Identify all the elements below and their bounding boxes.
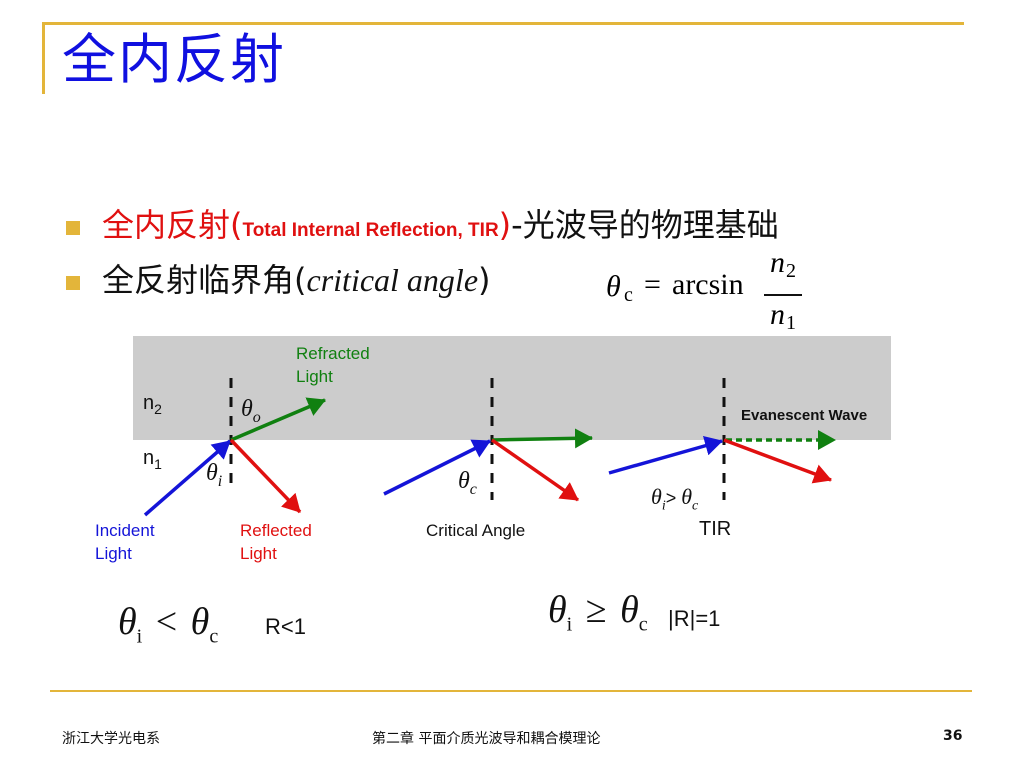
footer-chapter: 第二章 平面介质光波导和耦合模理论 xyxy=(372,731,601,747)
bullet-1-close: ) xyxy=(498,206,512,244)
reflected-ray-1 xyxy=(229,438,302,514)
medium-n2-region xyxy=(133,336,891,440)
footer-page-number: 36 xyxy=(943,728,963,744)
condition-left-r: R<1 xyxy=(265,614,306,639)
bullet-2-close: ) xyxy=(478,261,491,299)
label-theta-c: θc xyxy=(458,468,477,498)
formula-denominator-sub: 1 xyxy=(786,312,796,334)
incident-ray-1 xyxy=(143,439,232,517)
left-frame-line xyxy=(42,22,45,94)
reflected-ray-2 xyxy=(490,438,580,502)
bullet-1-cn: 全内反射( xyxy=(102,206,243,244)
bottom-frame-line xyxy=(50,690,972,692)
condition-left: θi < θc xyxy=(118,601,219,648)
formula-equals: = xyxy=(644,268,661,301)
label-evanescent-wave: Evanescent Wave xyxy=(741,407,868,424)
label-tir: TIR xyxy=(699,518,732,540)
bullet-1: 全内反射(Total Internal Reflection, TIR)-光波导… xyxy=(102,205,779,245)
formula-denominator-n: n xyxy=(770,298,785,331)
formula-arcsin: arcsin xyxy=(672,268,744,301)
formula-numerator-sub: 2 xyxy=(786,260,796,282)
label-theta-i-gt-theta-c: θi> θc xyxy=(651,484,699,514)
top-frame-line xyxy=(42,22,964,25)
incident-ray-2 xyxy=(383,439,491,496)
label-n2: n2 xyxy=(143,392,162,417)
label-n1: n1 xyxy=(143,447,162,472)
condition-right: θi ≥ θc xyxy=(548,589,648,636)
slide-title: 全内反射 xyxy=(62,28,286,91)
bullet-2: 全反射临界角(critical angle) xyxy=(102,260,491,300)
condition-right-r: |R|=1 xyxy=(668,606,721,631)
formula-theta-sub: c xyxy=(624,284,633,306)
label-theta-o: θo xyxy=(241,396,261,426)
label-critical-angle: Critical Angle xyxy=(426,521,526,540)
footer-department: 浙江大学光电系 xyxy=(62,731,160,747)
formula-theta: θ xyxy=(606,270,621,303)
bullet-2-italic: critical angle xyxy=(306,262,479,298)
reflected-ray-3 xyxy=(723,438,832,484)
label-theta-i: θi xyxy=(206,460,223,490)
refracted-ray-1 xyxy=(230,397,326,442)
formula-fraction-bar xyxy=(764,294,802,296)
bullet-marker-2 xyxy=(66,276,80,290)
formula-numerator-n: n xyxy=(770,246,785,279)
bullet-2-cn: 全反射临界角( xyxy=(102,261,307,299)
incident-ray-3 xyxy=(608,436,723,475)
bullet-1-tail: -光波导的物理基础 xyxy=(511,206,779,244)
bullet-marker-1 xyxy=(66,221,80,235)
bullet-1-en: Total Internal Reflection, TIR xyxy=(242,220,499,241)
refracted-ray-2 xyxy=(491,428,593,449)
critical-angle-formula: θ c = arcsin n 2 n 1 xyxy=(600,246,820,340)
